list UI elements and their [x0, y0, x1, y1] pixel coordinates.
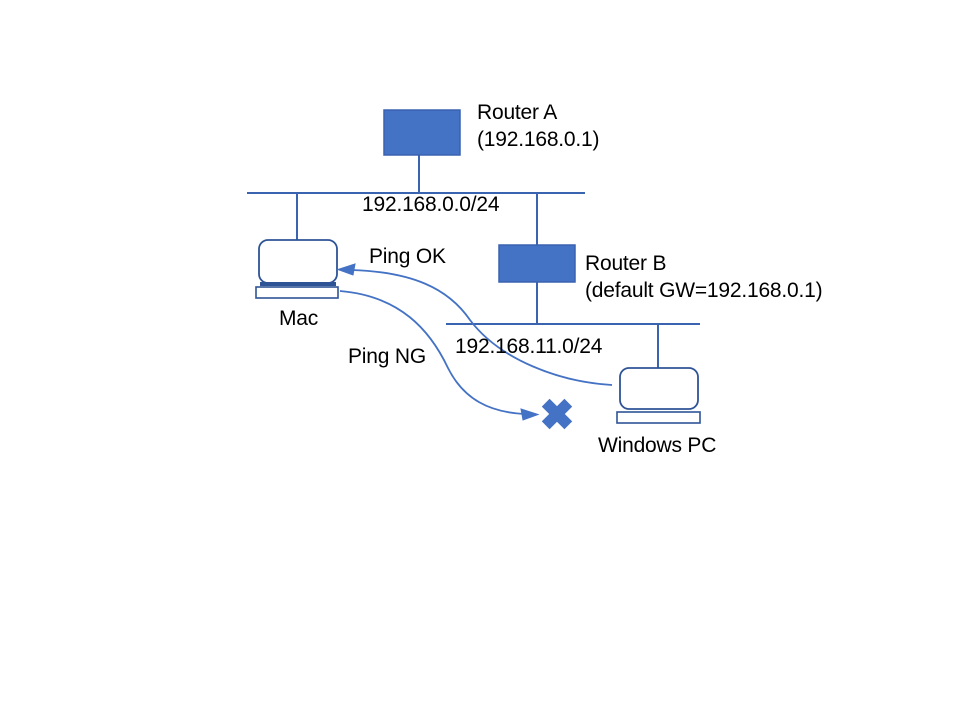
- windows-pc-shape: [616, 367, 701, 424]
- router-b-shape: [498, 244, 576, 283]
- mac-shape: [255, 239, 339, 299]
- cross-icon: [541, 398, 573, 430]
- segment-top-label: 192.168.0.0/24: [362, 193, 500, 216]
- router-a-label: Router A (192.168.0.1): [477, 101, 600, 151]
- mac-label: Mac: [279, 307, 319, 330]
- ping-ng-arrow: [339, 290, 525, 415]
- windows-pc-label: Windows PC: [598, 434, 717, 457]
- ping-ok-arrowhead: [336, 263, 356, 276]
- ping-ok-label: Ping OK: [369, 245, 446, 268]
- router-b-label: Router B (default GW=192.168.0.1): [585, 252, 823, 302]
- ping-ok-arrow: [351, 269, 613, 386]
- ping-ng-arrowhead: [520, 408, 540, 421]
- ping-ng-label: Ping NG: [348, 345, 426, 368]
- router-a-shape: [383, 109, 461, 156]
- segment-bottom-label: 192.168.11.0/24: [455, 335, 603, 358]
